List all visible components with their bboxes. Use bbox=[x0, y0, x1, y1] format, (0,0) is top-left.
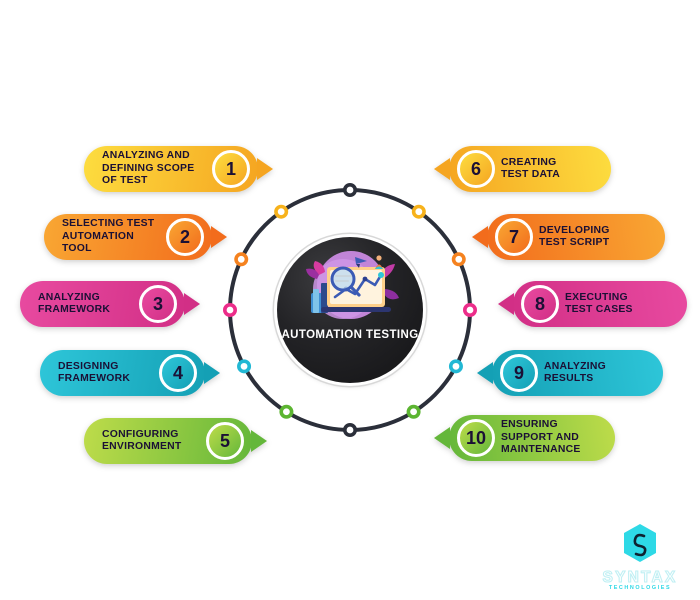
step-2-tail bbox=[211, 226, 227, 248]
step-9-tail bbox=[477, 362, 493, 384]
step-2-pill[interactable]: SELECTING TEST AUTOMATION TOOL 2 bbox=[44, 214, 227, 260]
step-2-number-badge: 2 bbox=[166, 218, 204, 256]
step-7-label: DEVELOPING TEST SCRIPT bbox=[539, 224, 610, 248]
step-5-number-badge: 5 bbox=[206, 422, 244, 460]
step-7-tail bbox=[472, 226, 488, 248]
dot-left-gold bbox=[274, 204, 289, 219]
brand-logo[interactable]: SYNTAX TECHNOLOGIES bbox=[592, 523, 688, 591]
step-10-tail bbox=[434, 427, 450, 449]
step-1-pill[interactable]: ANALYZING AND DEFINING SCOPE OF TEST 1 bbox=[84, 146, 273, 192]
step-1-number-badge: 1 bbox=[212, 150, 250, 188]
dot-bottom bbox=[343, 423, 358, 438]
step-6-number-badge: 6 bbox=[457, 150, 495, 188]
step-3-label: ANALYZING FRAMEWORK bbox=[38, 291, 111, 315]
step-1[interactable]: ANALYZING AND DEFINING SCOPE OF TEST 1 bbox=[84, 146, 273, 192]
step-9-label: ANALYZING RESULTS bbox=[544, 360, 606, 384]
step-3-pill[interactable]: ANALYZING FRAMEWORK 3 bbox=[20, 281, 200, 327]
dot-left-orange bbox=[234, 252, 249, 267]
dot-right-pink bbox=[463, 303, 478, 318]
step-4[interactable]: DESIGNING FRAMEWORK 4 bbox=[40, 350, 220, 396]
dot-right-cyan bbox=[448, 359, 463, 374]
step-5-label: CONFIGURING ENVIRONMENT bbox=[102, 428, 182, 452]
step-3-number-badge: 3 bbox=[139, 285, 177, 323]
step-5[interactable]: CONFIGURING ENVIRONMENT 5 bbox=[84, 418, 267, 464]
step-8-label: EXECUTING TEST CASES bbox=[565, 291, 633, 315]
dot-right-orange bbox=[451, 252, 466, 267]
center-hub: AUTOMATION TESTING bbox=[277, 237, 423, 383]
brand-subtitle: TECHNOLOGIES bbox=[608, 585, 672, 591]
step-10-label: ENSURING SUPPORT AND MAINTENANCE bbox=[501, 419, 581, 456]
center-hub-title: AUTOMATION TESTING bbox=[281, 329, 419, 341]
step-4-pill[interactable]: DESIGNING FRAMEWORK 4 bbox=[40, 350, 220, 396]
dot-left-pink bbox=[223, 303, 237, 318]
dot-left-cyan bbox=[237, 359, 252, 374]
dot-top bbox=[343, 183, 358, 197]
step-7-number-badge: 7 bbox=[495, 218, 533, 256]
step-5-tail bbox=[251, 430, 267, 452]
step-2-label: SELECTING TEST AUTOMATION TOOL bbox=[62, 218, 155, 255]
step-8-number-badge: 8 bbox=[521, 285, 559, 323]
step-6-label: CREATING TEST DATA bbox=[501, 156, 561, 180]
step-3[interactable]: ANALYZING FRAMEWORK 3 bbox=[20, 281, 200, 327]
step-1-tail bbox=[257, 158, 273, 180]
step-4-number-badge: 4 bbox=[159, 354, 197, 392]
dot-right-green bbox=[406, 404, 421, 419]
step-5-pill[interactable]: CONFIGURING ENVIRONMENT 5 bbox=[84, 418, 267, 464]
step-4-label: DESIGNING FRAMEWORK bbox=[58, 360, 131, 384]
syntax-hexagon-logo-icon bbox=[624, 524, 656, 562]
step-10-number-badge: 10 bbox=[457, 419, 495, 457]
step-2[interactable]: SELECTING TEST AUTOMATION TOOL 2 bbox=[44, 214, 227, 260]
laptop-chart-magnifier-illustration bbox=[306, 251, 399, 319]
dot-right-gold bbox=[411, 204, 426, 219]
step-3-tail bbox=[184, 293, 200, 315]
brand-name: SYNTAX bbox=[602, 569, 678, 587]
dot-left-green bbox=[279, 404, 294, 419]
step-4-tail bbox=[204, 362, 220, 384]
step-6-tail bbox=[434, 158, 450, 180]
step-9-number-badge: 9 bbox=[500, 354, 538, 392]
step-8-tail bbox=[498, 293, 514, 315]
step-1-label: ANALYZING AND DEFINING SCOPE OF TEST bbox=[102, 150, 195, 187]
